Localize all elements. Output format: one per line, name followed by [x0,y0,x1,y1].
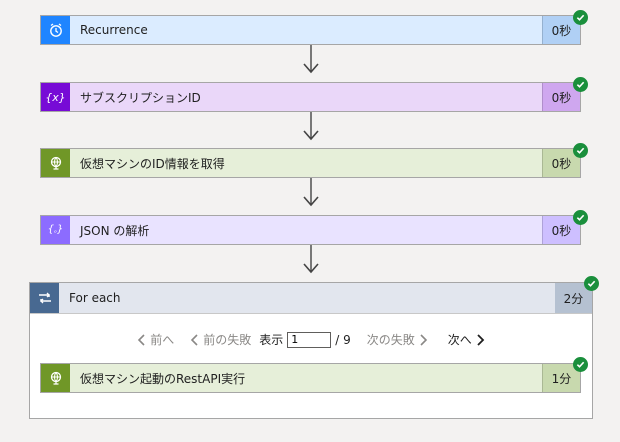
prev-button[interactable]: 前へ [137,331,174,348]
iteration-input[interactable] [287,331,332,348]
prev-failed-button[interactable]: 前の失敗 [190,331,251,348]
step-recurrence[interactable]: Recurrence 0秒 [40,15,581,45]
variable-icon: {x} [41,83,70,111]
globe-icon [41,364,70,392]
step-label: サブスクリプションID [80,90,201,105]
next-failed-button[interactable]: 次の失敗 [367,331,428,348]
iteration-total: / 9 [335,332,351,347]
step-label: 仮想マシンのID情報を取得 [80,156,225,171]
success-check-icon [584,276,599,291]
success-check-icon [573,357,588,372]
foreach-label: For each [69,291,121,305]
step-duration: 0秒 [542,216,580,244]
next-button[interactable]: 次へ [448,331,485,348]
flow-arrow-icon [303,112,319,141]
data-operation-icon: {ᵒ} [41,216,70,244]
flow-arrow-icon [303,45,319,74]
prev-label: 前へ [150,333,175,347]
chevron-right-icon [477,333,485,346]
step-subscription-id[interactable]: {x} サブスクリプションID 0秒 [40,82,581,112]
loop-icon [30,283,59,313]
chevron-left-icon [191,333,198,346]
success-check-icon [573,210,588,225]
success-check-icon [573,10,588,25]
foreach-container: For each 2分 前へ 前の失敗 表示 / 9 次の失敗 次へ [29,282,593,419]
show-label: 表示 [259,333,284,347]
iteration-pager: 前へ 前の失敗 表示 / 9 次の失敗 次へ [30,331,592,348]
step-label: Recurrence [80,23,148,37]
step-label: JSON の解析 [80,223,150,238]
step-label: 仮想マシン起動のRestAPI実行 [80,371,246,386]
step-duration: 0秒 [542,16,580,44]
globe-icon [41,149,70,177]
next-failed-label: 次の失敗 [366,333,415,347]
success-check-icon [573,143,588,158]
step-start-vm-restapi[interactable]: 仮想マシン起動のRestAPI実行 1分 [40,363,581,393]
step-get-vm-id[interactable]: 仮想マシンのID情報を取得 0秒 [40,148,581,178]
prev-failed-label: 前の失敗 [203,333,252,347]
alarm-clock-icon [41,16,70,44]
step-parse-json[interactable]: {ᵒ} JSON の解析 0秒 [40,215,581,245]
chevron-left-icon [138,333,145,346]
next-label: 次へ [447,333,472,347]
success-check-icon [573,77,588,92]
flow-arrow-icon [303,178,319,207]
chevron-right-icon [420,333,427,346]
flow-arrow-icon [303,245,319,274]
foreach-header[interactable]: For each 2分 [30,283,592,314]
